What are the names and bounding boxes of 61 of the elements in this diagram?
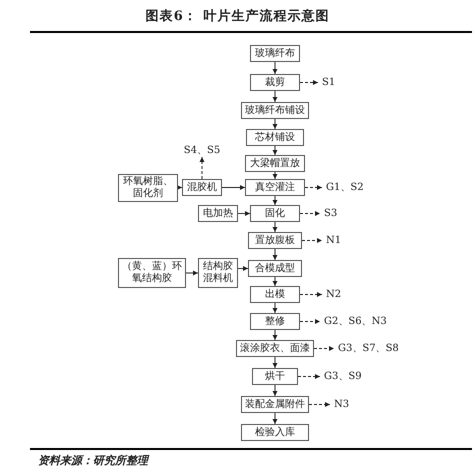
process-box: 固化	[250, 205, 300, 222]
process-box: 结构胶混料机	[198, 258, 238, 288]
process-box: 置放腹板	[248, 232, 302, 249]
arrow	[222, 185, 246, 190]
dashed-arrow	[300, 319, 320, 324]
dashed-arrow	[302, 238, 322, 243]
emission-label: N2	[322, 288, 356, 301]
process-box: 合模成型	[248, 260, 302, 277]
process-box: 检验入库	[241, 424, 309, 441]
process-box: 芯材铺设	[246, 129, 304, 146]
dashed-arrow	[200, 156, 204, 180]
process-box: 环氧树脂、固化剂	[118, 174, 178, 202]
process-box: （黄、蓝）环氧结构胶	[118, 258, 186, 288]
dashed-arrow	[298, 374, 320, 379]
process-box: 裁剪	[250, 74, 300, 91]
arrow	[272, 118, 278, 130]
process-box: 电加热	[198, 205, 238, 222]
source-note: 资料来源：研究所整理	[38, 454, 148, 468]
arrow	[272, 302, 278, 314]
emission-label: S3	[320, 207, 354, 220]
arrow	[272, 384, 278, 396]
arrow	[177, 185, 182, 190]
arrow	[272, 356, 278, 368]
dashed-arrow	[304, 185, 322, 190]
arrow	[238, 266, 248, 271]
process-box: 玻璃纤布铺设	[241, 102, 309, 119]
dashed-arrow	[300, 211, 320, 216]
emission-label: G3、S9	[320, 370, 380, 383]
arrow	[272, 248, 278, 260]
process-box: 混胶机	[182, 179, 222, 196]
arrow	[272, 62, 278, 74]
emission-label: G2、S6、N3	[320, 315, 400, 328]
arrow	[272, 276, 278, 286]
process-box: 装配金属附件	[241, 396, 309, 413]
arrow	[238, 211, 250, 216]
process-box: 出模	[250, 286, 300, 303]
arrow	[272, 172, 278, 180]
emission-label: N3	[330, 398, 364, 411]
emission-label: S4、S5	[178, 144, 226, 157]
process-box: 整修	[250, 313, 300, 330]
dashed-arrow	[300, 292, 322, 297]
process-box: 烘干	[252, 368, 298, 385]
arrow	[272, 412, 278, 424]
emission-label: G3、S7、S8	[334, 342, 414, 355]
emission-label: S1	[318, 76, 354, 89]
emission-label: N1	[322, 234, 356, 247]
emission-label: G1、S2	[322, 181, 378, 194]
arrow	[272, 222, 278, 232]
arrow	[272, 146, 278, 156]
chart-title: 图表6： 叶片生产流程示意图	[144, 9, 330, 25]
arrow	[272, 196, 278, 206]
arrow	[272, 330, 278, 340]
dashed-arrow	[300, 80, 318, 85]
dashed-arrow	[308, 402, 330, 407]
process-box: 真空灌注	[245, 179, 305, 196]
process-box: 大梁帽置放	[245, 155, 305, 172]
process-box: 滚涂胶衣、面漆	[236, 340, 314, 357]
arrow	[186, 270, 198, 276]
process-box: 玻璃纤布	[250, 45, 300, 62]
arrow	[272, 90, 278, 102]
dashed-arrow	[314, 346, 334, 351]
